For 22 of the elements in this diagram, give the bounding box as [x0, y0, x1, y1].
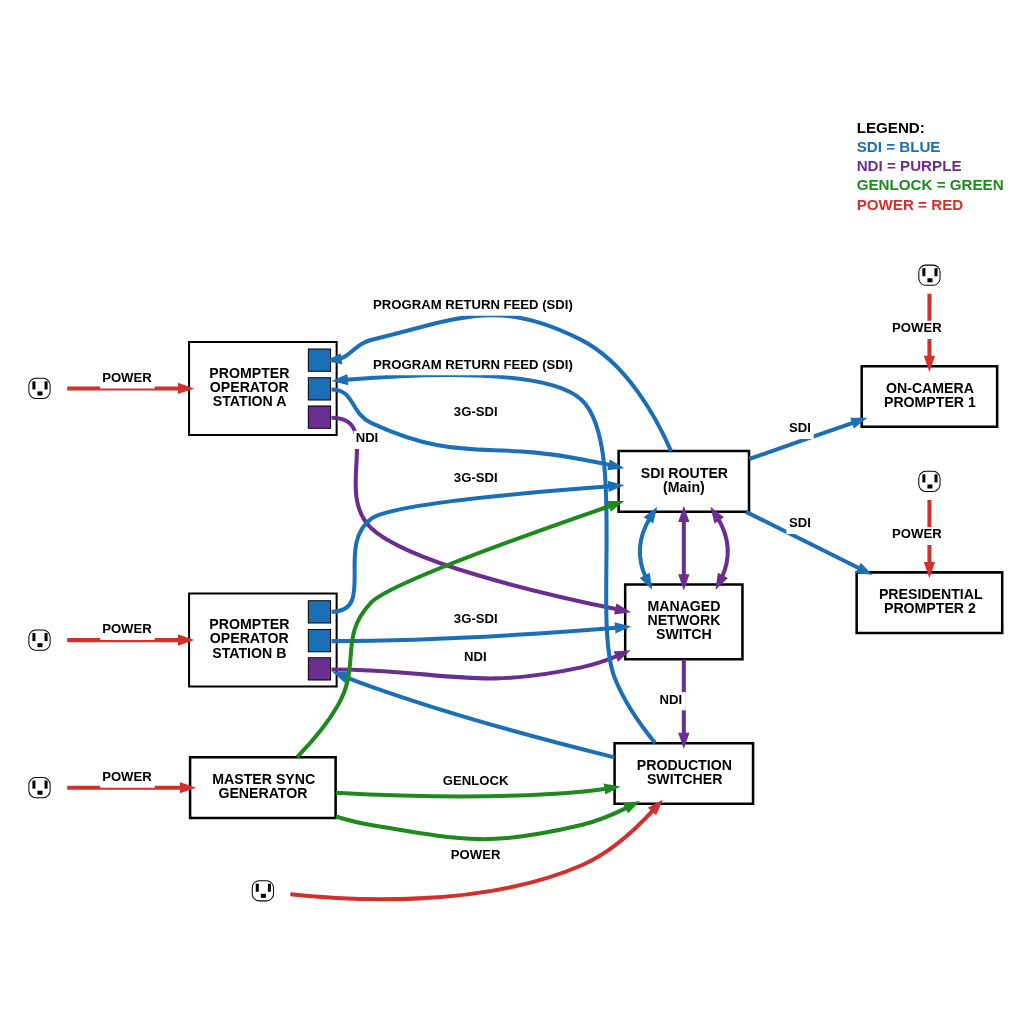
legend-label: SDI = BLUE — [856, 137, 941, 155]
edge-label: NDI — [355, 429, 379, 445]
edge-label: SDI — [788, 514, 811, 530]
label: LEGEND: — [856, 118, 925, 136]
edge-label: POWER — [450, 846, 501, 862]
edge-label: GENLOCK — [442, 772, 509, 788]
edge-label: POWER — [102, 369, 152, 385]
edge-label: 3G-SDI — [453, 610, 498, 626]
edge-label: SDI — [788, 419, 811, 435]
edge-label: POWER — [892, 319, 942, 335]
legend-label: NDI = PURPLE — [856, 156, 962, 174]
legend-label: GENLOCK = GREEN — [856, 175, 1004, 193]
edge-label: 3G-SDI — [453, 403, 498, 419]
edge-label: POWER — [892, 525, 942, 541]
edge-label: POWER — [102, 768, 152, 784]
legend-label: POWER = RED — [856, 195, 964, 213]
edge-label: POWER — [102, 620, 152, 636]
edge-label: 3G-SDI — [453, 469, 498, 485]
edge-label: PROGRAM RETURN FEED (SDI) — [373, 296, 573, 312]
edge-label: NDI — [659, 691, 683, 707]
edge-label: NDI — [463, 648, 487, 664]
edge-label: PROGRAM RETURN FEED (SDI) — [373, 356, 573, 372]
